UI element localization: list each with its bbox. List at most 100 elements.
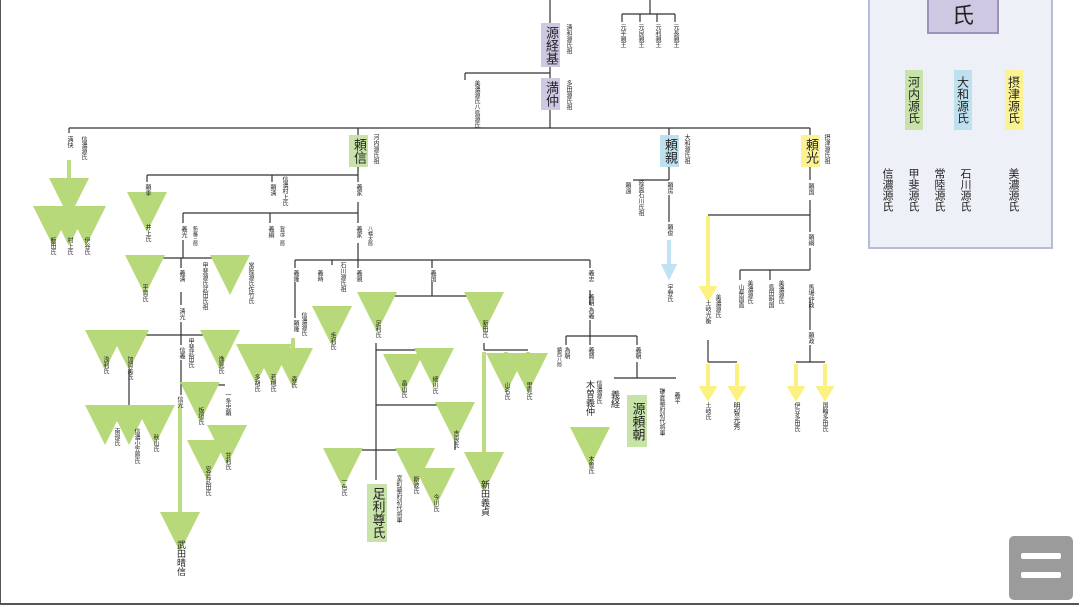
label-shinno-4: 元長親王	[672, 24, 679, 48]
node-yoshikata: 義賢	[587, 347, 594, 359]
node-hosokawa: 細川氏	[431, 376, 438, 394]
node-yorisue: 頼季	[144, 184, 151, 196]
node-kiso-yoshinaka: 木曽義仲	[584, 380, 594, 416]
node-itani: 伊谷氏	[83, 237, 90, 255]
legend-mino: 美濃源氏	[1007, 168, 1020, 212]
node-nitta: 新田氏	[481, 320, 488, 338]
node-kagami: 加賀美氏	[126, 356, 133, 380]
node-yoshitsune: 義経	[609, 390, 619, 408]
node-akechi: 明智光秀	[733, 402, 741, 430]
node-yoritsuna: 頼綱	[807, 234, 814, 246]
node-mitsunaka: 満仲	[541, 78, 560, 110]
node-imagawa: 今川氏	[432, 494, 439, 512]
node-yoshitomo: 義朝	[587, 294, 594, 306]
label-muromachi: 室町幕府初代将軍	[395, 475, 402, 523]
node-shiba: 斯波氏	[412, 476, 419, 494]
node-kiyomitsu: 清光	[178, 308, 185, 320]
node-yoshimitsu: 義光	[180, 226, 187, 238]
node-takeda-shingen: 武田晴信	[175, 540, 185, 576]
label-mino-genji-c: 美濃源氏	[777, 280, 784, 304]
node-yoshikuni: 義国	[429, 270, 436, 282]
node-iida: 飯田氏	[49, 237, 56, 255]
node-ichijo: 一条忠頼	[224, 392, 231, 416]
label-kamakura: 鎌倉幕府初代将軍	[658, 388, 665, 436]
label-settsu-genji-so: 摂津源氏祖	[823, 134, 830, 164]
node-hiraga: 平賀氏	[141, 284, 148, 302]
legend-shinano: 信濃源氏	[881, 168, 894, 212]
legend-settsu: 摂津源氏	[1005, 70, 1023, 130]
label-shinano-genji: 信濃源氏	[80, 136, 87, 160]
label-mino-genji: 美濃源氏	[714, 294, 721, 318]
label-shinno-2: 元良親王	[637, 24, 644, 48]
node-yorikuni: 頼国	[807, 183, 814, 195]
node-yoshichika: 義親	[355, 270, 362, 282]
legend-ishikawa: 石川源氏	[959, 168, 972, 212]
label-hitachi-satake: 常陸源氏佐竹氏	[247, 262, 254, 304]
node-kira: 吉良氏	[452, 430, 459, 448]
node-yorifusa: 頼房	[666, 182, 673, 194]
label-mino-genji-b: 美濃源氏	[746, 280, 753, 304]
node-yoshiie2: 義家	[355, 226, 362, 238]
node-mori2: 森氏	[290, 376, 297, 388]
label-hitachi-genji: 信濃源氏	[300, 312, 307, 336]
label-tada-genji-so: 多田源氏祖	[565, 80, 572, 110]
node-tametomo: 為朝	[563, 347, 570, 359]
node-murakami: 村上氏	[66, 237, 73, 255]
node-mori: 毛利氏	[329, 332, 336, 350]
menu-button[interactable]	[1009, 536, 1073, 600]
node-yoshiie: 義家	[355, 184, 362, 196]
label-hachiman-taro: 八幡太郎	[367, 226, 373, 246]
node-izu-tada: 伊豆多田氏	[793, 402, 800, 432]
node-nanbu: 南部氏	[113, 428, 120, 446]
label-yamato-genji-so: 大和源氏祖	[683, 134, 690, 164]
node-hatakeyama: 畠山氏	[400, 380, 407, 398]
menu-icon	[1021, 572, 1061, 578]
node-yoshikiyo: 義清	[178, 270, 185, 282]
legend-kawachi: 河内源氏	[905, 70, 923, 130]
label-shinno-1: 元平親王	[619, 24, 626, 48]
node-itagaki: 板垣氏	[197, 407, 204, 425]
node-nobumitsu: 信光	[176, 396, 183, 408]
node-yoshitoki: 義時	[316, 270, 323, 282]
node-taga: 多胡氏	[253, 374, 260, 392]
node-wakatsuki: 若槻氏	[269, 374, 276, 392]
node-minamoto-yoritomo: 源頼朝	[627, 395, 647, 447]
node-yoritoshi: 頼遠	[624, 182, 631, 194]
node-aki-takeda: 安芸武田氏	[204, 466, 211, 496]
node-yamana: 山名氏	[503, 382, 510, 400]
node-yoshitaka: 義隆	[292, 270, 299, 282]
label-shinano-genji2: 信濃源氏	[595, 380, 602, 404]
node-yorikiyo: 頼清	[269, 184, 276, 196]
legend-title: 氏	[927, 0, 999, 34]
node-ashikaga: 足利氏	[374, 320, 381, 338]
label-shinno-3: 元利親王	[654, 24, 661, 48]
node-kuruwa-tada: 国輪多田氏	[821, 402, 828, 432]
node-akiyama: 秋山氏	[152, 434, 159, 452]
label-kawachi-genji-so: 河内源氏祖	[372, 134, 379, 164]
node-yorimori: 頼隆	[292, 320, 299, 332]
node-yoshitomo2: 義朝	[634, 347, 641, 359]
node-yorimitsu: 頼光	[801, 135, 820, 167]
node-satomi: 里見氏	[525, 382, 532, 400]
node-isshiki: 一色氏	[340, 478, 347, 496]
label-seiwa-genji-so: 清和源氏祖	[565, 24, 572, 54]
label-shinra-saburo: 新羅三郎	[192, 226, 198, 246]
node-nobuyoshi: 信義	[178, 347, 185, 359]
node-yoshitsuna: 義綱	[267, 226, 274, 238]
node-yorichika: 頼親	[660, 135, 679, 167]
node-yorinobu: 頼信	[349, 135, 368, 167]
label-kai-takeda: 甲斐武田氏	[187, 338, 194, 368]
node-kiso: 木曽氏	[587, 456, 594, 474]
node-yamagata: 山県国直	[737, 284, 744, 308]
node-mitsusue: 満快	[66, 136, 73, 148]
label-kamo-jiro: 賀茂二郎	[279, 226, 285, 246]
legend-yamato: 大和源氏	[954, 70, 972, 130]
node-baba: 馬場仲政	[807, 284, 814, 308]
node-toki: 土岐氏	[704, 402, 711, 420]
legend-hitachi: 常陸源氏	[933, 168, 946, 212]
node-yorishige: 頼俊	[666, 224, 673, 236]
node-amari: 甘利氏	[224, 452, 231, 470]
node-toki-mitsunobu: 土岐光衡	[704, 300, 711, 324]
node-yorimasa: 頼政	[807, 332, 814, 344]
label-ishikawa-so: 石川源氏祖	[339, 262, 346, 292]
